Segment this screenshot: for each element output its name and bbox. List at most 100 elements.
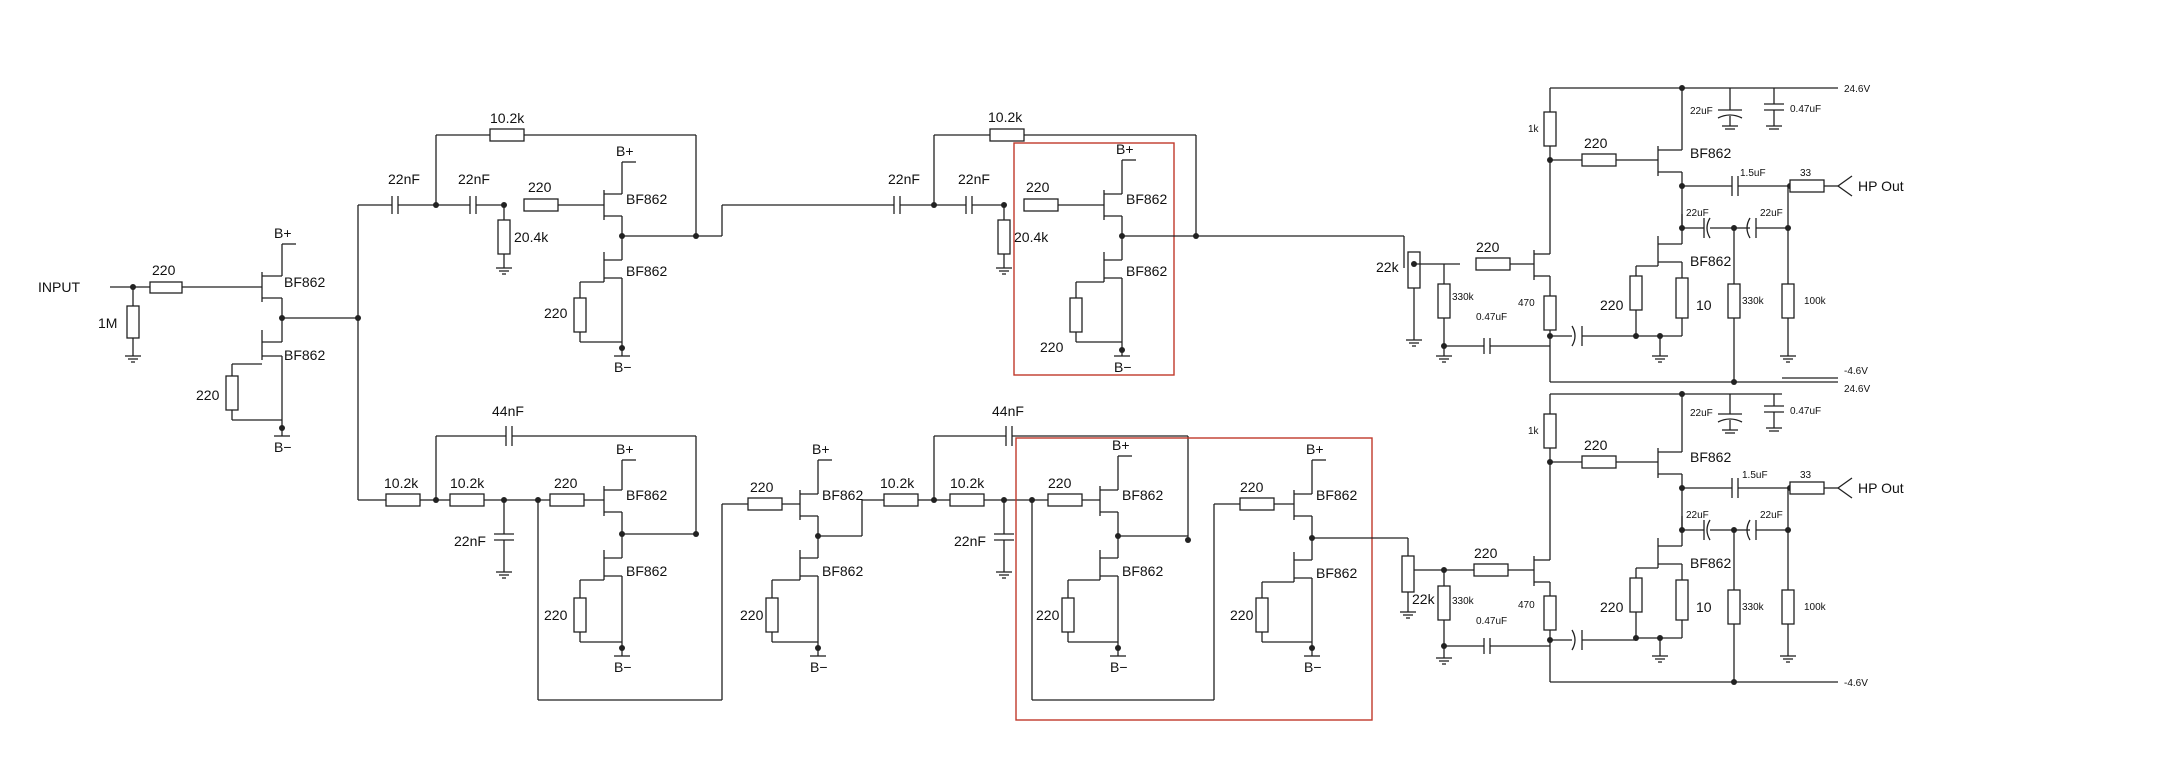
svg-text:10: 10 [1696, 599, 1712, 615]
svg-text:22nF: 22nF [388, 171, 420, 187]
svg-text:22nF: 22nF [954, 533, 986, 549]
svg-text:B+: B+ [616, 143, 634, 159]
svg-text:100k: 100k [1804, 602, 1827, 613]
svg-text:BF862: BF862 [1126, 263, 1167, 279]
svg-text:B−: B− [614, 659, 632, 675]
svg-text:1.5uF: 1.5uF [1742, 470, 1768, 481]
svg-text:330k: 330k [1452, 292, 1475, 303]
svg-text:BF862: BF862 [822, 487, 863, 503]
svg-text:22uF: 22uF [1686, 510, 1709, 521]
svg-text:22k: 22k [1412, 591, 1436, 607]
svg-text:22k: 22k [1376, 259, 1400, 275]
svg-text:B−: B− [1304, 659, 1322, 675]
svg-text:330k: 330k [1742, 296, 1765, 307]
svg-text:220: 220 [1600, 297, 1624, 313]
hp-out-label-top: HP Out [1858, 178, 1904, 194]
svg-text:220: 220 [528, 179, 552, 195]
svg-text:10.2k: 10.2k [384, 475, 419, 491]
resistor-220-src [225, 375, 239, 411]
upper-headphone-amp: 22k 330k 0.47uF 220 470 1k 24.6V 220 [1376, 84, 1904, 395]
svg-text:44nF: 44nF [492, 403, 524, 419]
input-stage: INPUT 1M 220 B+ BF862 BF862 B− 220 [38, 204, 392, 501]
svg-text:BF862: BF862 [1122, 487, 1163, 503]
svg-text:1.5uF: 1.5uF [1740, 168, 1766, 179]
resistor-10k2-feedback [489, 128, 525, 142]
svg-text:22nF: 22nF [454, 533, 486, 549]
svg-text:220: 220 [1048, 475, 1072, 491]
svg-text:22uF: 22uF [1690, 106, 1713, 117]
svg-text:22nF: 22nF [458, 171, 490, 187]
svg-text:330k: 330k [1452, 596, 1475, 607]
svg-text:220: 220 [740, 607, 764, 623]
svg-text:22uF: 22uF [1686, 208, 1709, 219]
input-label: INPUT [38, 279, 80, 295]
svg-text:10.2k: 10.2k [950, 475, 985, 491]
svg-text:10: 10 [1696, 297, 1712, 313]
svg-text:BF862: BF862 [626, 191, 667, 207]
svg-text:B−: B− [1114, 359, 1132, 375]
svg-text:470: 470 [1518, 600, 1535, 611]
lower-filter-stage-2: 10.2k 44nF 10.2k 22nF 220 B+ BF862 BF [880, 403, 1373, 721]
svg-text:470: 470 [1518, 298, 1535, 309]
svg-text:0.47uF: 0.47uF [1476, 312, 1507, 323]
svg-text:BF862: BF862 [626, 563, 667, 579]
transistor-label: BF862 [284, 274, 325, 290]
highlight-box-upper [1013, 142, 1175, 376]
svg-text:220: 220 [196, 387, 220, 403]
svg-text:B−: B− [810, 659, 828, 675]
svg-text:0.47uF: 0.47uF [1790, 406, 1821, 417]
svg-text:220: 220 [1584, 437, 1608, 453]
resistor-1m [126, 305, 140, 339]
svg-text:220: 220 [554, 475, 578, 491]
svg-text:24.6V: 24.6V [1844, 84, 1870, 95]
svg-text:BF862: BF862 [1122, 563, 1163, 579]
svg-text:B+: B+ [616, 441, 634, 457]
svg-text:220: 220 [1474, 545, 1498, 561]
hp-out-arrow-top [1836, 175, 1853, 197]
svg-text:10.2k: 10.2k [988, 109, 1023, 125]
hp-out-label-bottom: HP Out [1858, 480, 1904, 496]
svg-text:BF862: BF862 [1126, 191, 1167, 207]
hp-out-arrow-bottom [1836, 477, 1853, 499]
svg-text:B−: B− [274, 439, 292, 455]
svg-text:BF862: BF862 [1690, 145, 1731, 161]
svg-text:22nF: 22nF [888, 171, 920, 187]
svg-text:22uF: 22uF [1690, 408, 1713, 419]
svg-text:BF862: BF862 [1690, 449, 1731, 465]
svg-text:220: 220 [1230, 607, 1254, 623]
svg-text:100k: 100k [1804, 296, 1827, 307]
svg-text:B+: B+ [1112, 437, 1130, 453]
svg-text:44nF: 44nF [992, 403, 1024, 419]
highlight-box-lower [1015, 437, 1373, 721]
svg-text:220: 220 [152, 262, 176, 278]
svg-text:220: 220 [1240, 479, 1264, 495]
svg-text:B+: B+ [1306, 441, 1324, 457]
svg-text:BF862: BF862 [1316, 487, 1357, 503]
svg-text:220: 220 [1040, 339, 1064, 355]
svg-text:220: 220 [1600, 599, 1624, 615]
svg-text:22uF: 22uF [1760, 510, 1783, 521]
svg-text:33: 33 [1800, 470, 1812, 481]
svg-text:BF862: BF862 [1690, 555, 1731, 571]
svg-text:22uF: 22uF [1760, 208, 1783, 219]
svg-text:B+: B+ [1116, 141, 1134, 157]
lower-buffer-stage: 220 B+ BF862 BF862 220 B− [722, 441, 884, 675]
resistor-220-input [149, 281, 183, 294]
svg-text:B+: B+ [812, 441, 830, 457]
svg-text:BF862: BF862 [626, 263, 667, 279]
svg-text:20.4k: 20.4k [1014, 229, 1049, 245]
svg-text:B−: B− [1110, 659, 1128, 675]
svg-text:220: 220 [1026, 179, 1050, 195]
svg-text:20.4k: 20.4k [514, 229, 549, 245]
svg-text:-4.6V: -4.6V [1844, 678, 1868, 689]
svg-text:1k: 1k [1528, 124, 1540, 135]
svg-text:-4.6V: -4.6V [1844, 366, 1868, 377]
svg-text:220: 220 [544, 305, 568, 321]
svg-text:0.47uF: 0.47uF [1790, 104, 1821, 115]
svg-text:220: 220 [1584, 135, 1608, 151]
svg-text:33: 33 [1800, 168, 1812, 179]
svg-text:220: 220 [750, 479, 774, 495]
resistor-1m-label: 1M [98, 315, 117, 331]
svg-text:220: 220 [1036, 607, 1060, 623]
lower-headphone-amp: 22k 330k 0.47uF 220 470 1k 220 [1400, 391, 1904, 689]
